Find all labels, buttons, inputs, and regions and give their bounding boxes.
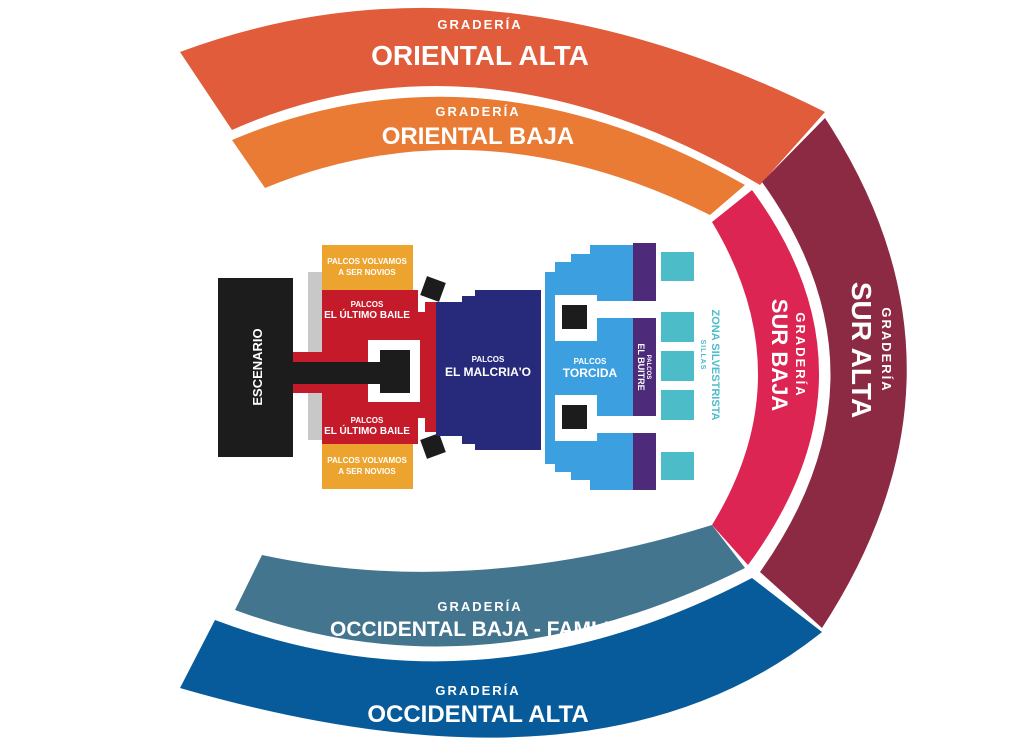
section-prefix: GRADERÍA	[793, 312, 808, 397]
label: PALCOS	[574, 357, 607, 366]
label: ZONA SILVESTRISTA	[709, 309, 721, 420]
section-name: SUR BAJA	[767, 299, 792, 412]
label: EL ÚLTIMO BAILE	[324, 308, 410, 321]
label: EL MALCRIA'O	[445, 365, 531, 379]
label: PALCOS VOLVAMOS	[327, 257, 407, 266]
section-name: OCCIDENTAL BAJA - FAMLIAR	[330, 618, 640, 641]
section-name: ORIENTAL BAJA	[382, 123, 574, 150]
tower-block	[420, 276, 446, 302]
escenario-label: ESCENARIO	[250, 328, 265, 405]
section-sur-baja[interactable]: GRADERÍA SUR BAJA	[712, 190, 820, 565]
palcos-volvamos-bottom[interactable]: PALCOS VOLVAMOS A SER NOVIOS	[322, 444, 413, 489]
label: EL ÚLTIMO BAILE	[324, 424, 410, 437]
section-oriental-alta[interactable]: GRADERÍA ORIENTAL ALTA	[180, 7, 825, 185]
section-occidental-baja[interactable]: GRADERÍA OCCIDENTAL BAJA - FAMLIAR	[235, 525, 745, 647]
label: EL BUITRE	[636, 343, 646, 390]
palcos-el-buitre[interactable]: PALCOS EL BUITRE	[633, 243, 656, 490]
tower-block	[420, 433, 446, 459]
section-prefix: GRADERÍA	[879, 307, 894, 392]
section-name: ORIENTAL ALTA	[371, 40, 589, 71]
palcos-ultimo-baile[interactable]: PALCOS EL ÚLTIMO BAILE PALCOS EL ÚLTIMO …	[293, 290, 436, 444]
label: SILLAS	[699, 340, 706, 371]
label: PALCOS	[472, 355, 505, 364]
section-oriental-baja[interactable]: GRADERÍA ORIENTAL BAJA	[232, 96, 745, 215]
label: PALCOS VOLVAMOS	[327, 456, 407, 465]
label: PALCOS	[351, 416, 384, 425]
section-prefix: GRADERÍA	[435, 683, 520, 698]
label: PALCOS	[351, 300, 384, 309]
section-name: SUR ALTA	[846, 282, 877, 418]
section-occidental-alta[interactable]: GRADERÍA OCCIDENTAL ALTA	[180, 578, 822, 738]
palcos-el-malcriao[interactable]: PALCOS EL MALCRIA'O	[436, 290, 541, 450]
section-prefix: GRADERÍA	[435, 104, 520, 119]
label: TORCIDA	[563, 366, 618, 380]
palcos-volvamos-top[interactable]: PALCOS VOLVAMOS A SER NOVIOS	[322, 245, 413, 290]
label: PALCOS	[645, 355, 651, 380]
zona-silvestrista[interactable]: ZONA SILVESTRISTA SILLAS	[661, 252, 721, 480]
label: A SER NOVIOS	[338, 268, 396, 277]
section-sur-alta[interactable]: GRADERÍA SUR ALTA	[760, 118, 907, 628]
palcos-torcida[interactable]: PALCOS TORCIDA	[545, 245, 634, 490]
label: A SER NOVIOS	[338, 467, 396, 476]
section-prefix: GRADERÍA	[437, 599, 522, 614]
section-prefix: GRADERÍA	[437, 17, 522, 32]
section-name: OCCIDENTAL ALTA	[367, 701, 588, 728]
